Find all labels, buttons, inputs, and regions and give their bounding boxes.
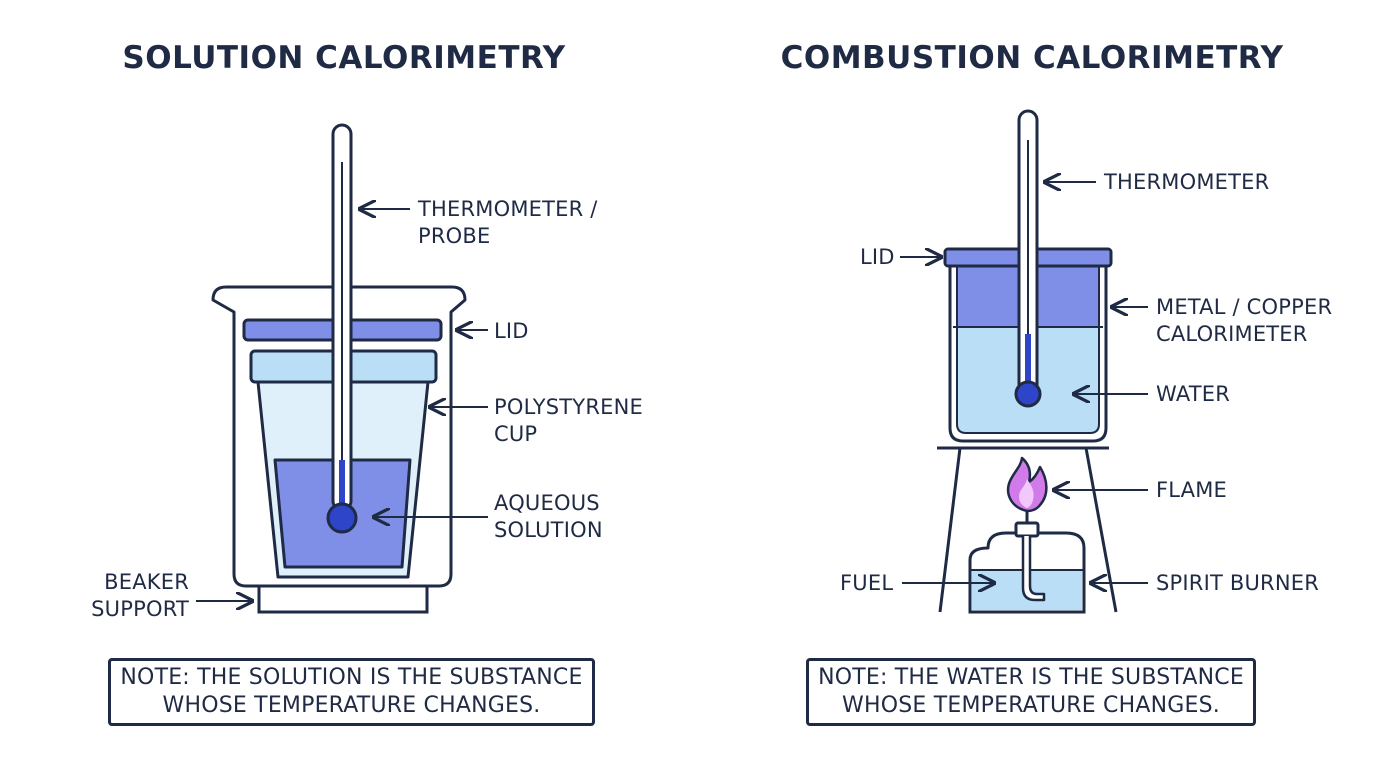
wick-holder xyxy=(1014,521,1040,538)
solution-note-text: NOTE: THE SOLUTION IS THE SUBSTANCE WHOS… xyxy=(120,665,583,718)
thermometer-probe-label: THERMOMETER / PROBE xyxy=(418,197,598,248)
spirit-burner-label: SPIRIT BURNER xyxy=(1156,571,1320,595)
solution-note: NOTE: THE SOLUTION IS THE SUBSTANCE WHOS… xyxy=(108,658,595,726)
water-label: WATER xyxy=(1156,382,1231,406)
solution-calorimetry-diagram xyxy=(196,123,488,614)
beaker-support-base xyxy=(257,584,429,614)
combustion-calorimetry-diagram xyxy=(900,109,1148,614)
tripod-leg-right xyxy=(1084,447,1118,613)
aqueous-solution-label: AQUEOUS SOLUTION xyxy=(494,491,603,542)
fuel-label: FUEL xyxy=(840,571,894,595)
combustion-calorimetry-panel: COMBUSTION CALORIMETRY xyxy=(688,0,1376,768)
flame-label: FLAME xyxy=(1156,478,1228,502)
solution-calorimetry-panel: SOLUTION CALORIMETRY THERMOMETER / xyxy=(91,40,643,726)
solution-calorimetry-title: SOLUTION CALORIMETRY xyxy=(122,40,566,76)
thermometer-bulb xyxy=(1014,380,1042,408)
beaker-support-label: BEAKER SUPPORT xyxy=(91,570,189,621)
flame-inner xyxy=(1019,479,1034,508)
combustion-calorimetry-title: COMBUSTION CALORIMETRY xyxy=(780,40,1284,76)
lid-label: LID xyxy=(494,319,529,343)
lid-label: LID xyxy=(860,245,895,269)
burner-outline-front xyxy=(968,548,1086,614)
wick-tube xyxy=(1021,536,1046,602)
thermometer-mercury xyxy=(339,460,345,510)
polystyrene-cup-label: POLYSTYRENE CUP xyxy=(494,395,643,446)
metal-copper-calorimeter-label: METAL / COPPER CALORIMETER xyxy=(1156,295,1333,346)
calorimeter-inner-wall xyxy=(956,266,1100,434)
thermometer-mercury xyxy=(1025,334,1031,390)
thermometer-bulb xyxy=(326,502,358,534)
tripod-leg-left xyxy=(938,447,962,613)
thermometer-label: THERMOMETER xyxy=(1104,170,1270,194)
combustion-note-text: NOTE: THE WATER IS THE SUBSTANCE WHOSE T… xyxy=(818,665,1244,718)
combustion-note: NOTE: THE WATER IS THE SUBSTANCE WHOSE T… xyxy=(806,658,1256,726)
